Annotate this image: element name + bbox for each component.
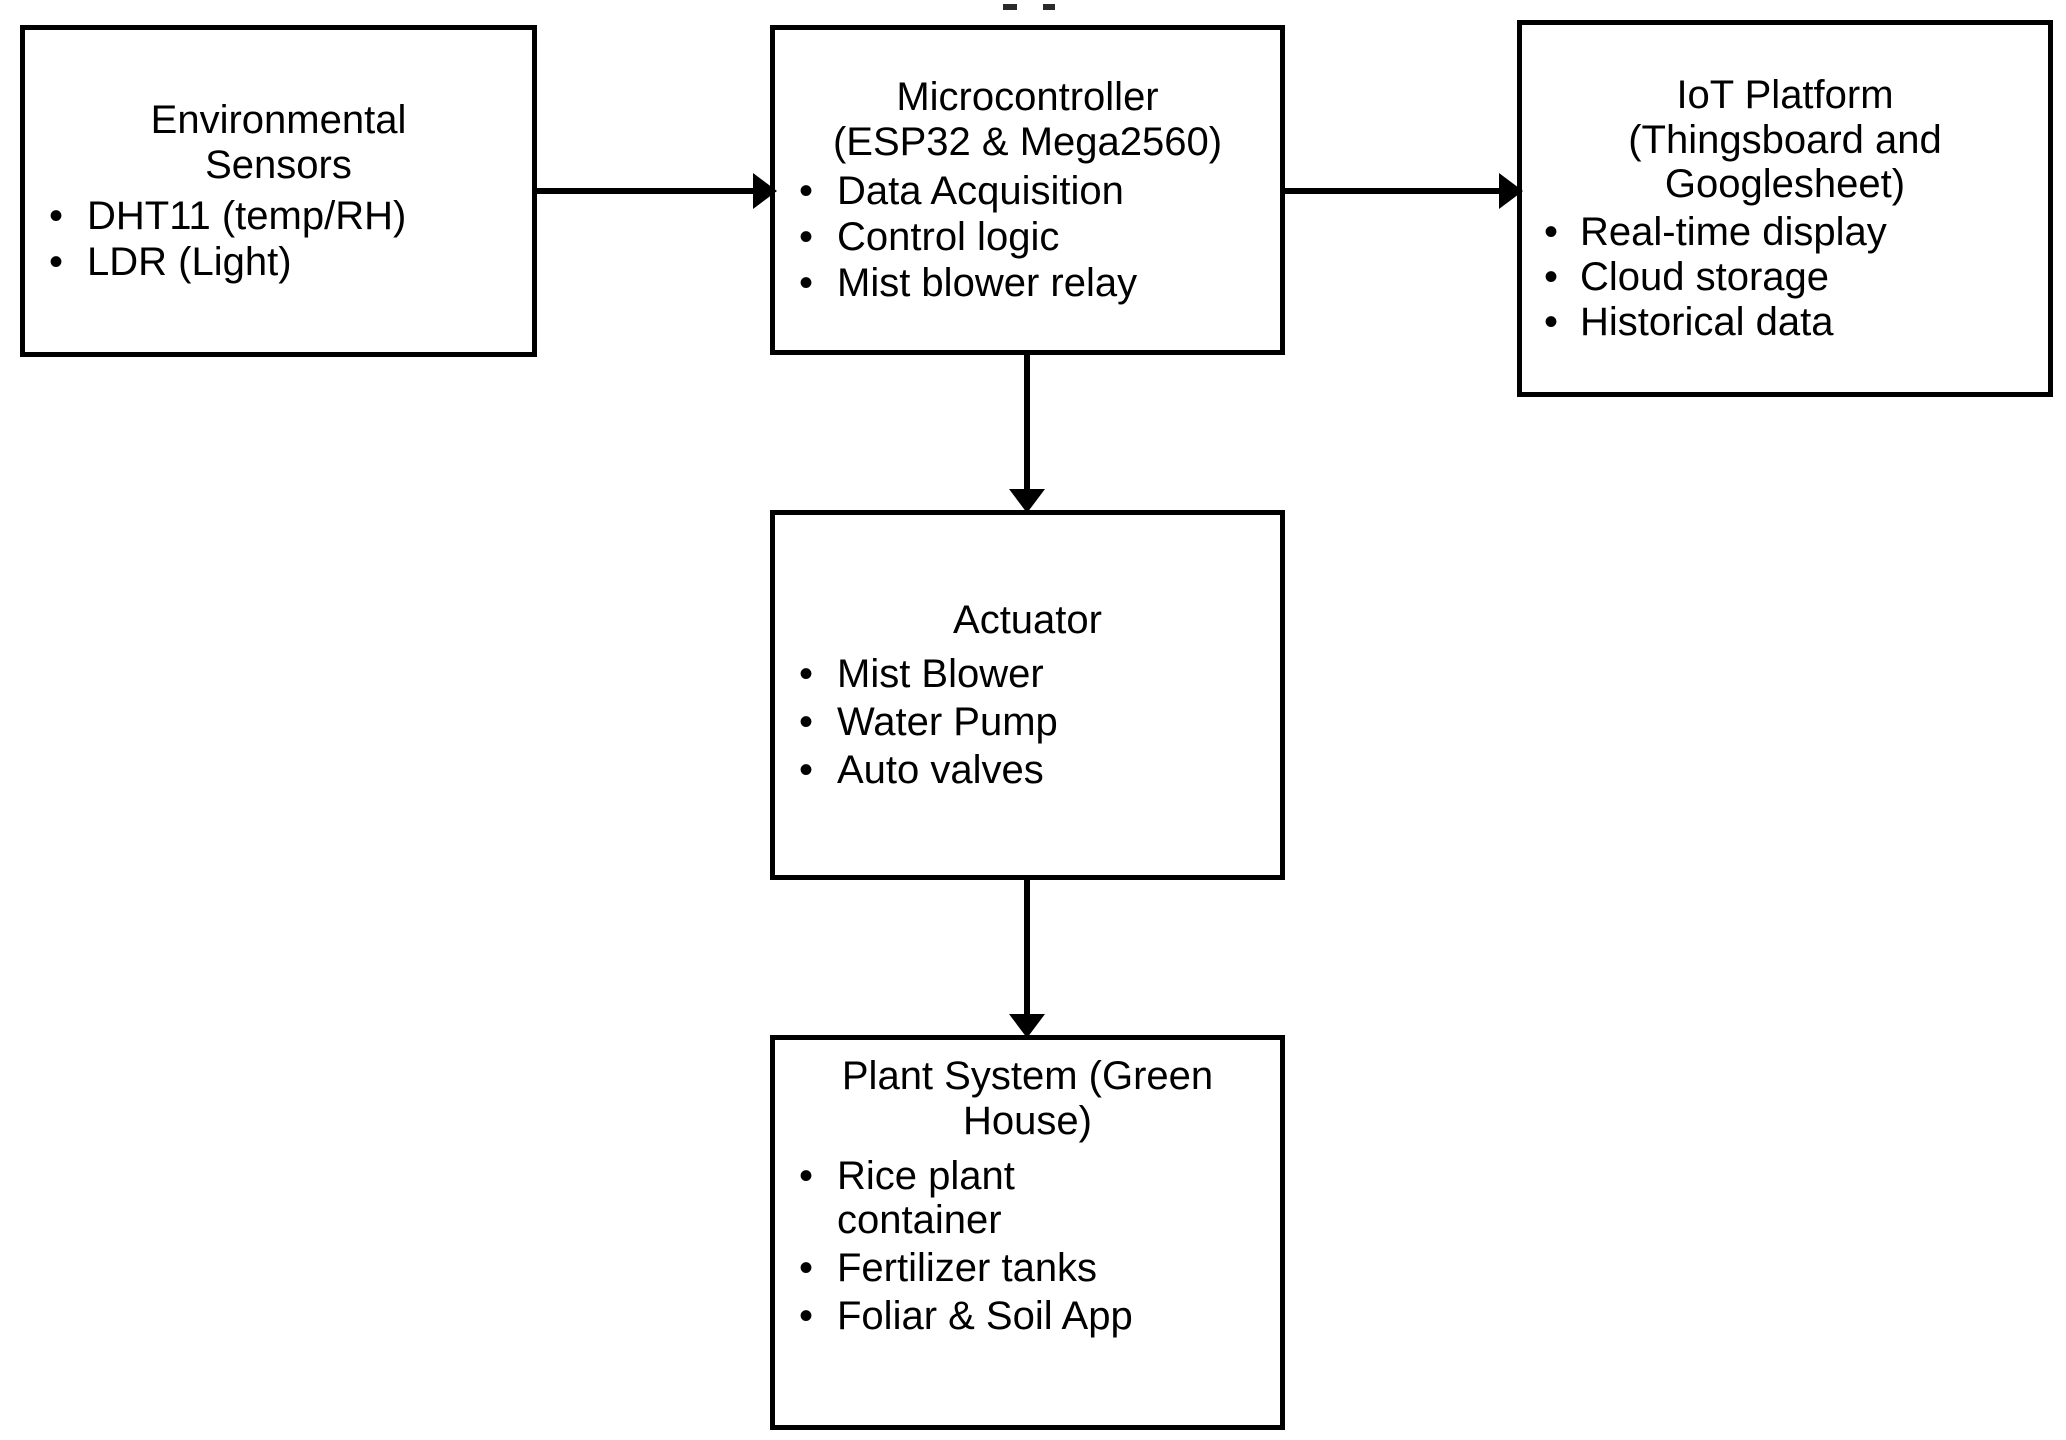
list-item: • Water Pump <box>775 700 1280 744</box>
node-microcontroller: Microcontroller (ESP32 & Mega2560) • Dat… <box>770 25 1285 355</box>
list-item: • Historical data <box>1522 300 2048 344</box>
arrow-microcontroller-to-actuator <box>996 353 1058 513</box>
list-item: • Mist Blower <box>775 652 1280 696</box>
list-item: • LDR (Light) <box>25 240 532 284</box>
arrow-microcontroller-to-iot-platform <box>1285 160 1523 222</box>
list-item-label: Historical data <box>1580 300 1834 345</box>
list-item: • Real-time display <box>1522 210 2048 254</box>
list-item-label: Control logic <box>837 214 1060 259</box>
bullet-dot-icon: • <box>798 1245 813 1290</box>
bullet-list-actuator: • Mist Blower • Water Pump • Auto valves <box>775 648 1280 792</box>
bullet-dot-icon: • <box>798 700 813 745</box>
list-item-label: Auto valves <box>837 748 1044 793</box>
node-title-environmental-sensors: Environmental Sensors <box>150 98 407 187</box>
list-item-label: LDR (Light) <box>87 239 292 284</box>
list-item: • Control logic <box>775 215 1280 259</box>
node-title-actuator: Actuator <box>953 597 1102 642</box>
list-item: • DHT11 (temp/RH) <box>25 194 532 238</box>
list-item: • Auto valves <box>775 748 1280 792</box>
bullet-dot-icon: • <box>798 260 813 305</box>
list-item-label: DHT11 (temp/RH) <box>87 193 407 238</box>
bullet-dot-icon: • <box>1543 300 1558 345</box>
node-title-iot-platform: IoT Platform (Thingsboard and Googleshee… <box>1628 72 1942 207</box>
node-actuator: Actuator • Mist Blower • Water Pump • Au… <box>770 510 1285 880</box>
list-item: • Data Acquisition <box>775 169 1280 213</box>
bullet-dot-icon: • <box>798 1153 813 1198</box>
clipped-text-fragment <box>0 0 2066 14</box>
bullet-dot-icon: • <box>48 239 63 284</box>
bullet-dot-icon: • <box>798 168 813 213</box>
arrow-sensors-to-microcontroller <box>537 160 777 222</box>
arrow-actuator-to-plant-system <box>996 878 1058 1038</box>
bullet-list-environmental-sensors: • DHT11 (temp/RH) • LDR (Light) <box>25 192 532 284</box>
bullet-dot-icon: • <box>798 748 813 793</box>
bullet-list-plant-system: • Rice plant container • Fertilizer tank… <box>775 1150 1280 1338</box>
bullet-dot-icon: • <box>798 652 813 697</box>
list-item-label: Fertilizer tanks <box>837 1245 1098 1290</box>
bullet-dot-icon: • <box>798 214 813 259</box>
list-item-label: Data Acquisition <box>837 168 1124 213</box>
list-item-label: Water Pump <box>837 700 1058 745</box>
list-item-label: Mist Blower <box>837 652 1044 697</box>
list-item-label: Real-time display <box>1580 210 1887 255</box>
list-item-label: Rice plant container <box>837 1153 1015 1242</box>
list-item-label: Mist blower relay <box>837 260 1138 305</box>
bullet-dot-icon: • <box>48 193 63 238</box>
bullet-list-iot-platform: • Real-time display • Cloud storage • Hi… <box>1522 209 2048 344</box>
list-item: • Mist blower relay <box>775 261 1280 305</box>
list-item: • Cloud storage <box>1522 255 2048 299</box>
list-item: • Foliar & Soil App <box>775 1294 1280 1338</box>
node-plant-system: Plant System (Green House) • Rice plant … <box>770 1035 1285 1430</box>
node-iot-platform: IoT Platform (Thingsboard and Googleshee… <box>1517 20 2053 397</box>
node-title-microcontroller: Microcontroller (ESP32 & Mega2560) <box>832 75 1223 164</box>
bullet-dot-icon: • <box>1543 255 1558 300</box>
node-title-plant-system: Plant System (Green House) <box>841 1054 1214 1143</box>
list-item: • Fertilizer tanks <box>775 1246 1280 1290</box>
bullet-dot-icon: • <box>798 1293 813 1338</box>
list-item-label: Foliar & Soil App <box>837 1293 1133 1338</box>
bullet-list-microcontroller: • Data Acquisition • Control logic • Mis… <box>775 167 1280 305</box>
list-item: • Rice plant container <box>775 1154 1280 1242</box>
node-environmental-sensors: Environmental Sensors • DHT11 (temp/RH) … <box>20 25 537 357</box>
bullet-dot-icon: • <box>1543 210 1558 255</box>
list-item-label: Cloud storage <box>1580 255 1830 300</box>
